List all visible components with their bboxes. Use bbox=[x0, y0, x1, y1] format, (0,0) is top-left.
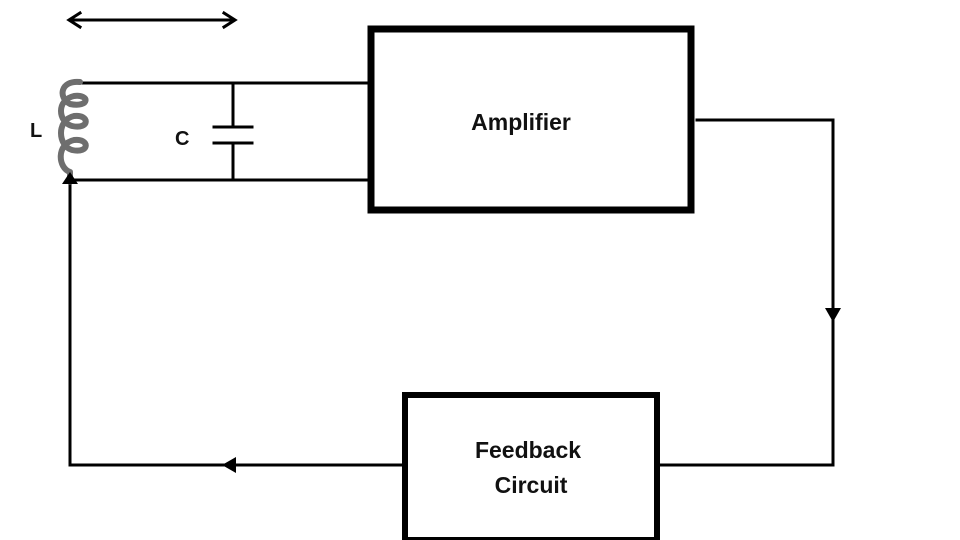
capacitor-label: C bbox=[175, 128, 189, 150]
amplifier-label: Amplifier bbox=[471, 109, 571, 135]
up-arrow-icon bbox=[62, 172, 78, 184]
feedback-return-wire bbox=[68, 184, 404, 467]
feedback-circuit-box bbox=[402, 392, 660, 540]
inductor-coil-icon bbox=[57, 78, 89, 185]
amplifier-box bbox=[367, 25, 695, 214]
left-arrow-icon bbox=[222, 457, 236, 473]
feedback-label-line1: Feedback bbox=[475, 437, 581, 463]
feedback-label-line2: Circuit bbox=[495, 472, 568, 498]
capacitor-symbol bbox=[212, 81, 254, 182]
inductor-label: L bbox=[30, 120, 42, 142]
down-arrow-icon bbox=[825, 308, 841, 322]
double-headed-arrow bbox=[66, 10, 238, 30]
output-wire bbox=[658, 118, 835, 467]
